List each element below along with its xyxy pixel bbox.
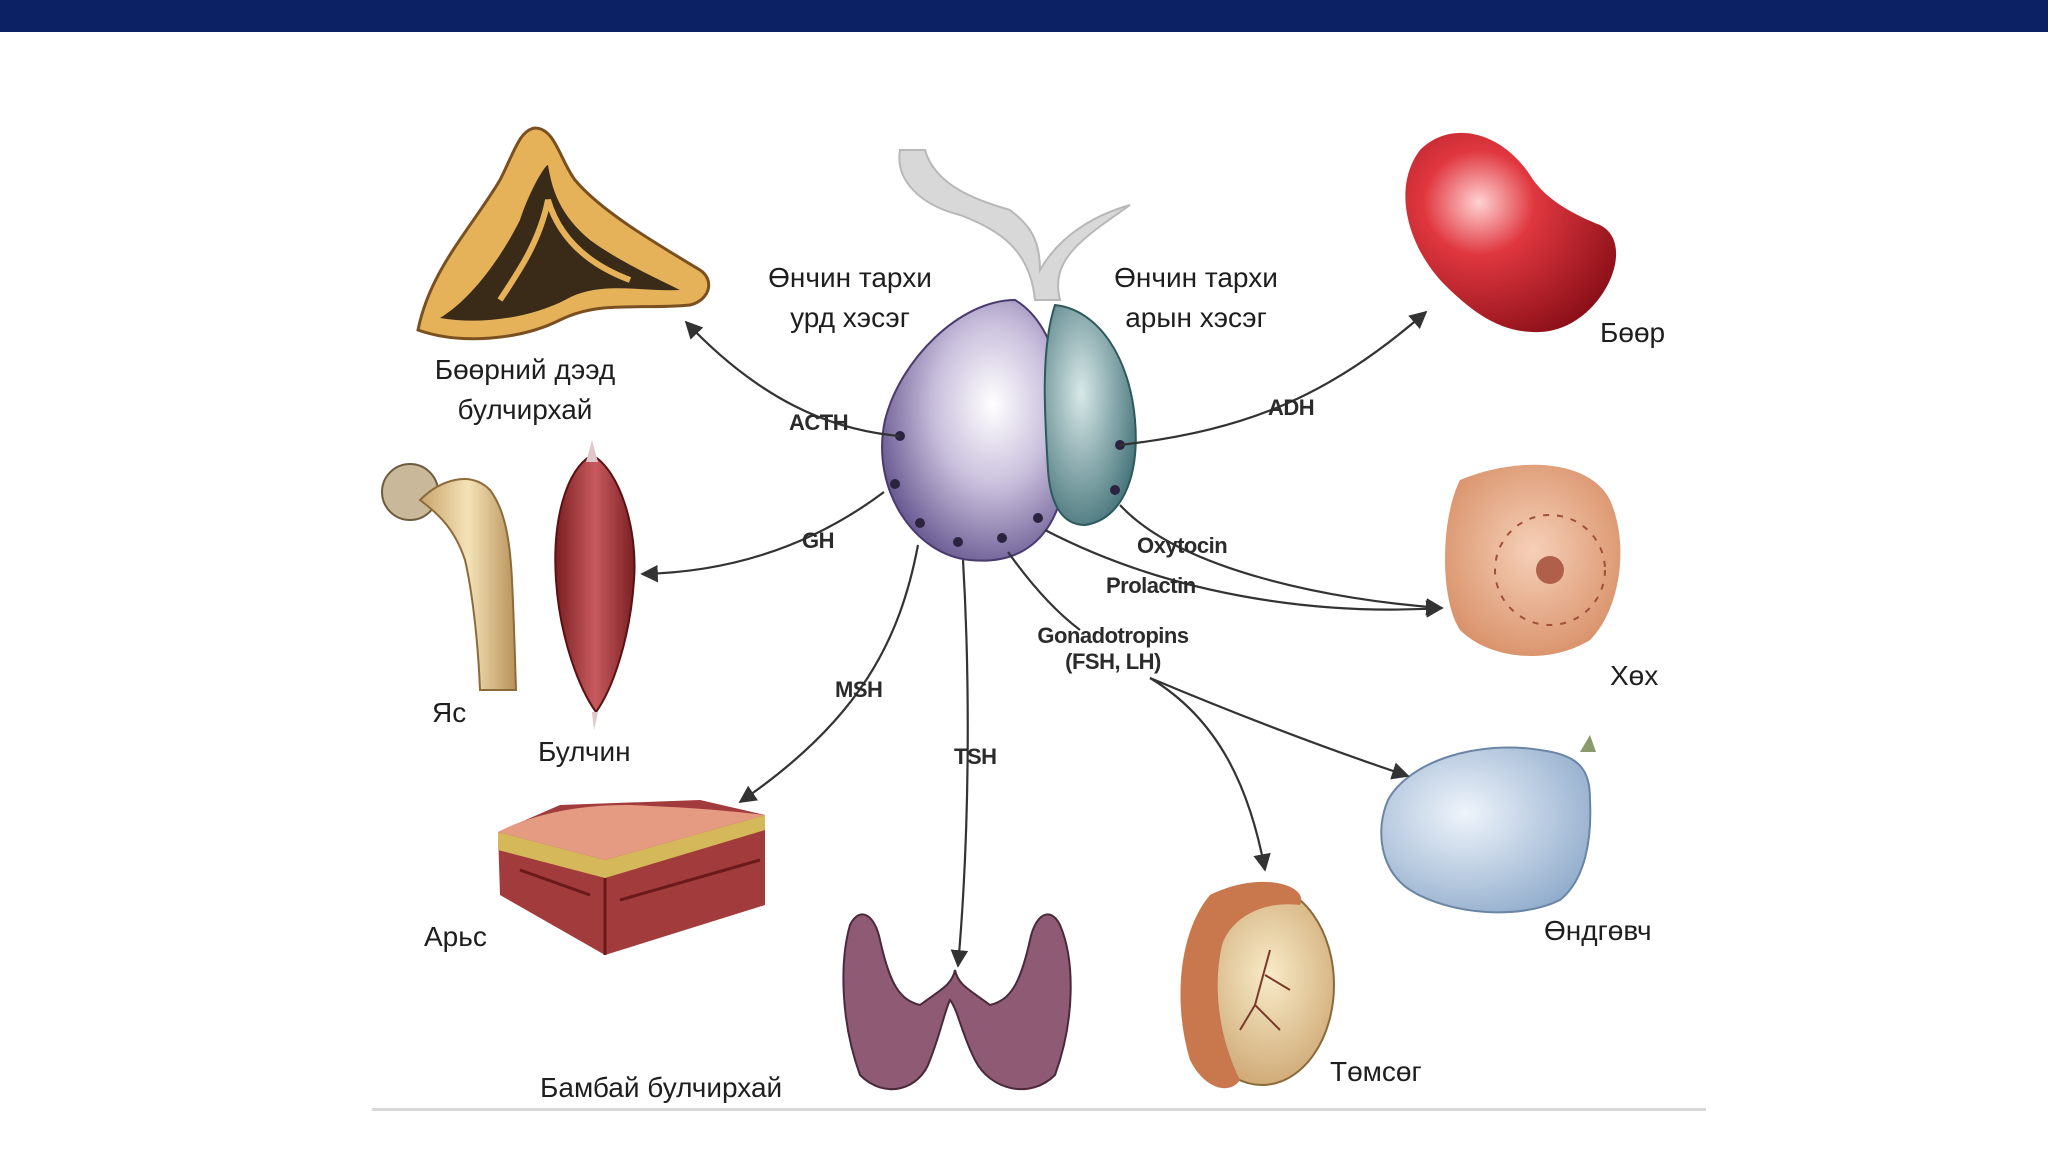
hormone-label-tsh: TSH xyxy=(954,744,997,769)
muscle-icon xyxy=(554,440,636,730)
gh-arrow xyxy=(640,491,885,583)
posterior-pituitary-line1: Өнчин тархи xyxy=(1114,262,1278,293)
adrenal-line1: Бөөрний дээд xyxy=(434,354,616,385)
anterior-pituitary-line1: Өнчин тархи xyxy=(768,262,932,293)
gonadotropins-line2: (FSH, LH) xyxy=(1065,649,1161,674)
pituitary-gland-icon xyxy=(881,149,1137,562)
hormone-label-gonadotropins: Gonadotropins (FSH, LH) xyxy=(1018,623,1208,675)
adrenal-line2: булчирхай xyxy=(457,394,593,425)
skin-label: Арьс xyxy=(424,921,487,952)
kidney-icon xyxy=(1405,132,1617,333)
hormone-label-oxytocin: Oxytocin xyxy=(1137,533,1228,558)
hormone-label-prolactin: Prolactin xyxy=(1106,573,1196,598)
testis-icon xyxy=(1180,881,1335,1089)
bone-label: Яс xyxy=(432,697,467,728)
anterior-pituitary-label: Өнчин тархи урд хэсэг xyxy=(730,258,970,338)
bottom-divider xyxy=(372,1108,1706,1111)
testis-label: Төмсөг xyxy=(1330,1056,1422,1087)
hormone-arrows xyxy=(640,310,1444,968)
posterior-pituitary-label: Өнчин тархи арын хэсэг xyxy=(1076,258,1316,338)
hormone-label-acth: ACTH xyxy=(789,410,849,435)
thyroid-label: Бамбай булчирхай xyxy=(540,1072,783,1103)
msh-arrow xyxy=(738,544,920,803)
adh-arrow xyxy=(1119,310,1428,447)
acth-arrow xyxy=(684,320,901,438)
thyroid-icon xyxy=(842,913,1072,1091)
hormone-label-msh: MSH xyxy=(835,677,883,702)
header-bar xyxy=(0,0,2048,32)
gonadotropins-line1: Gonadotropins xyxy=(1037,623,1189,648)
posterior-pituitary-line2: арын хэсэг xyxy=(1125,302,1267,333)
anterior-pituitary-line2: урд хэсэг xyxy=(790,302,910,333)
gonadotropins-to-ovary xyxy=(1149,676,1410,780)
bone-icon xyxy=(381,463,518,691)
ovary-label: Өндгөвч xyxy=(1544,915,1652,946)
hormone-label-gh: GH xyxy=(802,528,835,553)
kidney-label: Бөөр xyxy=(1600,317,1666,348)
hormone-label-adh: ADH xyxy=(1268,395,1315,420)
tsh-arrow xyxy=(950,559,969,968)
prolactin-arrow xyxy=(1044,529,1444,618)
gonadotropins-line xyxy=(1007,551,1081,631)
skin-section-icon xyxy=(498,800,765,955)
adrenal-gland-label: Бөөрний дээд булчирхай xyxy=(400,350,650,430)
gonadotropins-to-testis xyxy=(1149,677,1271,872)
ovary-icon xyxy=(1380,735,1596,914)
breast-label: Хөх xyxy=(1610,660,1659,691)
adrenal-gland-icon xyxy=(416,126,711,341)
breast-icon xyxy=(1445,464,1621,657)
oxytocin-arrow xyxy=(1119,504,1444,616)
muscle-label: Булчин xyxy=(538,736,631,767)
